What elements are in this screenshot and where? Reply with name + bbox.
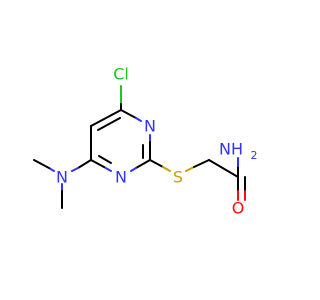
bond-n1-c6 bbox=[90, 159, 105, 168]
bond-c2-s bbox=[149, 159, 164, 168]
bond-c5-c4 bbox=[90, 109, 122, 127]
bond-n1-c6-n bbox=[103, 166, 112, 172]
bond-ch2-carbonyl bbox=[208, 159, 239, 178]
bond-namine-me1 bbox=[33, 159, 50, 169]
ring-nitrogen-top-label: N bbox=[144, 117, 156, 136]
amide-nh-label: NH bbox=[219, 140, 243, 159]
sulfur-atom-label: S bbox=[173, 168, 183, 187]
atom-labels: Cl N N N S NH 2 O bbox=[56, 65, 257, 218]
chlorine-atom-label: Cl bbox=[113, 65, 129, 84]
structure-drawing: Cl N N N S NH 2 O bbox=[33, 65, 258, 218]
bond-n1-c6-double bbox=[98, 155, 112, 164]
bond-c2-n1-n bbox=[130, 167, 137, 172]
bond-c6-namine bbox=[77, 159, 92, 169]
bond-c4-n3-n bbox=[135, 117, 142, 122]
amide-subscript-label: 2 bbox=[251, 149, 258, 162]
oxygen-atom-label: O bbox=[232, 199, 245, 218]
bond-c2-s-s bbox=[162, 166, 171, 172]
bond-s-ch2-s bbox=[185, 166, 195, 172]
molecule-diagram: Cl N N N S NH 2 O bbox=[33, 64, 258, 218]
bond-s-ch2 bbox=[193, 159, 210, 168]
ring-nitrogen-bottom-label: N bbox=[115, 168, 127, 187]
bond-c4-n3 bbox=[120, 109, 137, 119]
bond-c5-c4-double bbox=[97, 117, 121, 131]
bond-c6-namine-n bbox=[71, 167, 79, 172]
amine-nitrogen-label: N bbox=[56, 168, 68, 187]
bonds bbox=[33, 85, 246, 209]
bond-c2-n1 bbox=[135, 159, 151, 169]
